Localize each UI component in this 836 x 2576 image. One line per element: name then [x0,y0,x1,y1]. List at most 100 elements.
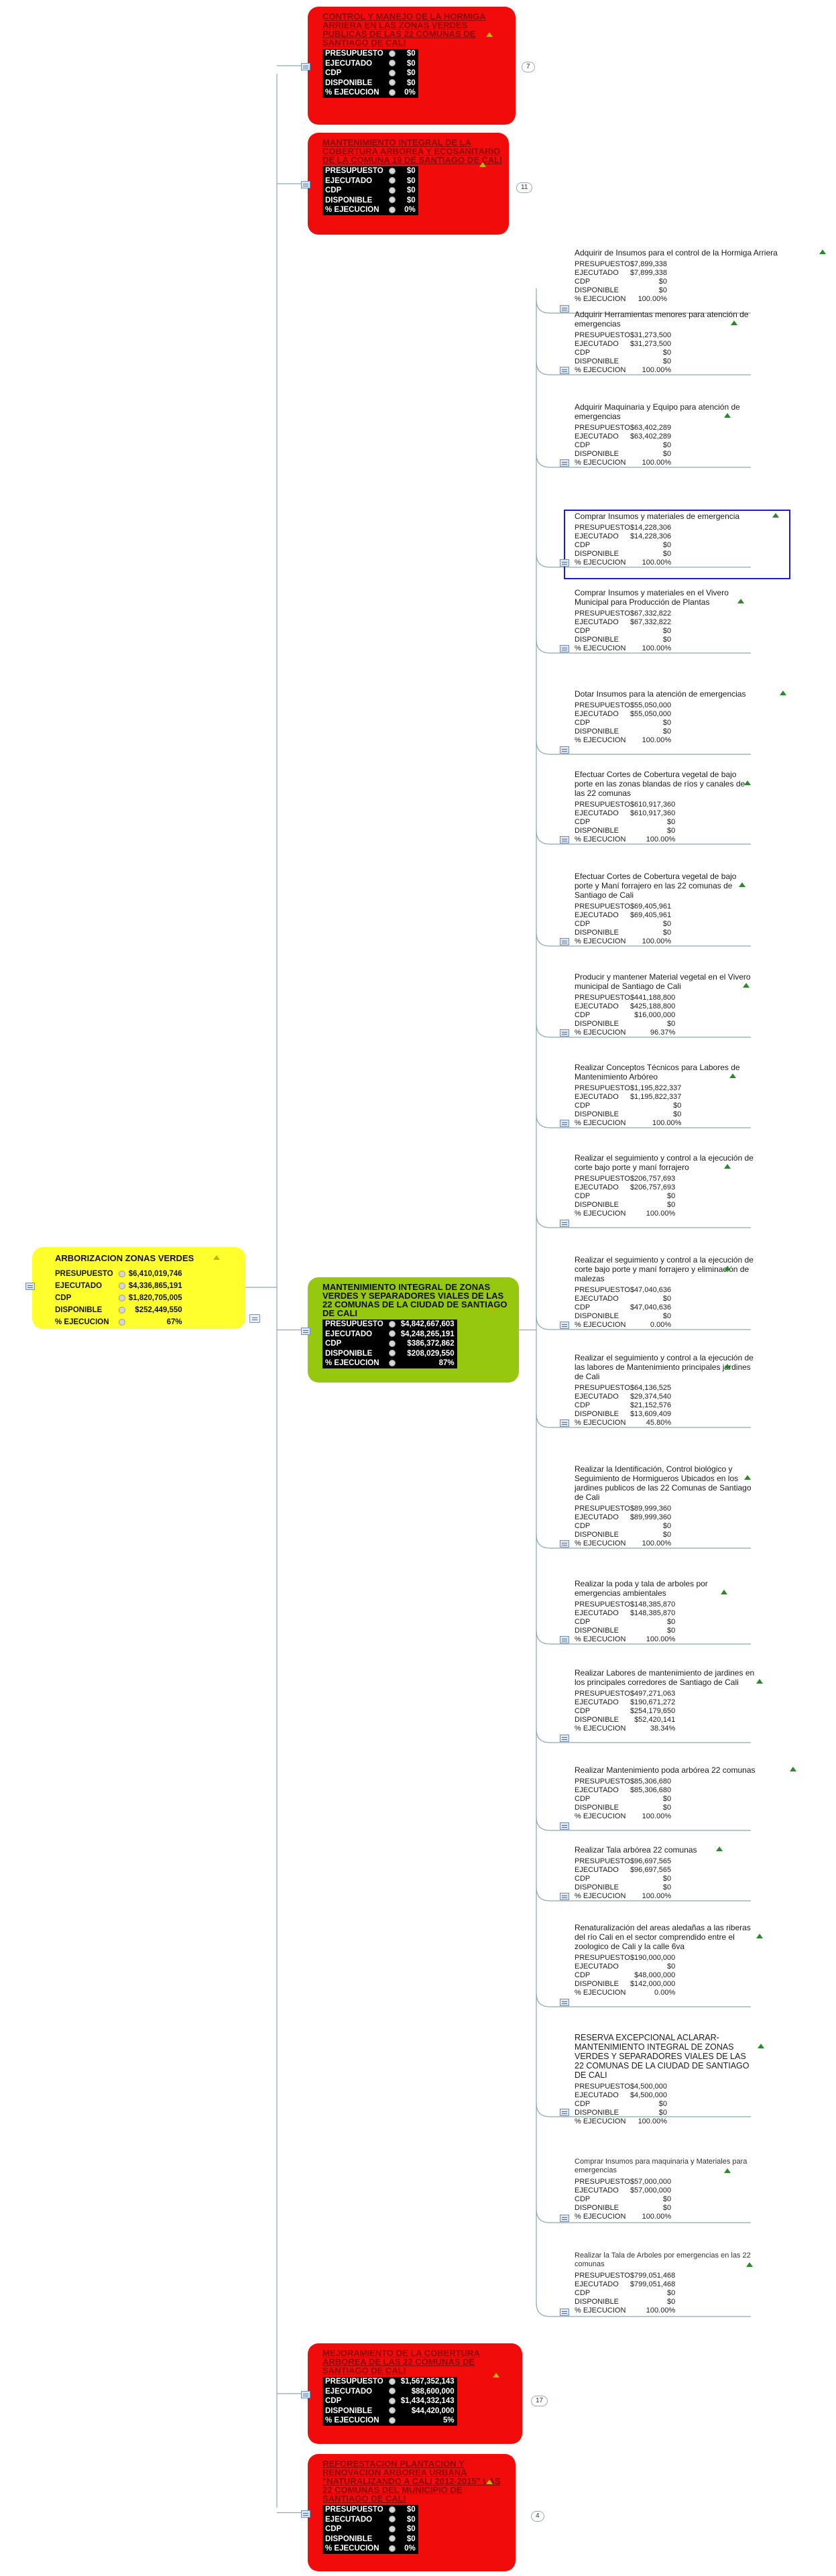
leaf-node[interactable]: Dotar Insumos para la atención de emerge… [575,689,756,745]
notes-icon[interactable] [560,1220,569,1227]
expand-icon[interactable] [743,983,750,988]
expand-icon[interactable] [756,1934,763,1938]
leaf-node[interactable]: Realizar Conceptos Técnicos para Labores… [575,1063,756,1128]
expand-icon[interactable] [739,882,745,887]
collapsed-count[interactable]: 7 [522,62,535,72]
row-label: DISPONIBLE [325,2534,373,2543]
notes-icon[interactable] [560,1120,569,1127]
notes-icon[interactable] [560,2308,569,2316]
notes-icon[interactable] [560,1999,569,2006]
expand-icon[interactable] [731,320,737,325]
notes-icon[interactable] [301,2510,310,2518]
notes-icon[interactable] [560,2215,569,2222]
row-value: $4,500,000 [630,2091,667,2099]
leaf-node[interactable]: Adquirir de Insumos para el control de l… [575,248,778,304]
figure-row: EJECUTADO$610,917,360 [575,809,675,818]
notes-icon[interactable] [560,459,569,467]
notes-icon[interactable] [560,1419,569,1427]
row-value: $0 [662,450,672,458]
leaf-node[interactable]: Comprar Insumos y materiales de emergenc… [564,510,790,579]
notes-icon[interactable] [301,2391,310,2398]
expand-icon[interactable] [780,691,786,695]
leaf-node[interactable]: Realizar el seguimiento y control a la e… [575,1255,756,1330]
row-label: EJECUTADO [575,2280,619,2288]
expand-icon[interactable] [729,1073,736,1078]
notes-icon[interactable] [560,367,569,374]
expand-icon[interactable] [721,1590,727,1594]
notes-icon[interactable] [560,645,569,652]
root-node[interactable]: ARBORIZACION ZONAS VERDES PRESUPUESTO$6,… [32,1247,245,1329]
expand-icon[interactable] [724,1266,731,1271]
leaf-node[interactable]: Efectuar Cortes de Cobertura vegetal de … [575,770,756,844]
expand-icon[interactable] [724,413,731,418]
leaf-node[interactable]: Realizar Mantenimiento poda arbórea 22 c… [575,1765,756,1821]
notes-icon[interactable] [560,1636,569,1643]
notes-icon[interactable] [560,1322,569,1329]
leaf-node[interactable]: Realizar la Tala de Arboles por emergenc… [575,2251,756,2315]
branch-node[interactable]: REFORESTACION PLANTACION Y RENOVACION AR… [308,2454,516,2571]
notes-icon[interactable] [560,2109,569,2116]
expand-icon[interactable] [724,1164,731,1169]
notes-icon[interactable] [301,181,310,188]
row-value: $0 [406,78,416,87]
expand-icon[interactable] [756,1679,763,1684]
notes-icon[interactable] [560,1540,569,1547]
row-label: PRESUPUESTO [575,609,630,618]
notes-icon[interactable] [560,559,569,567]
notes-icon[interactable] [301,63,310,70]
expand-icon[interactable] [716,1847,723,1851]
expand-icon[interactable] [758,2044,764,2048]
leaf-node[interactable]: Adquirir Maquinaria y Equipo para atenci… [575,402,756,467]
attachment-icon[interactable] [249,1314,260,1323]
row-label: CDP [575,1618,591,1626]
notes-icon[interactable] [560,1735,569,1742]
collapse-icon[interactable] [489,1307,496,1311]
expand-icon[interactable] [724,1364,731,1368]
leaf-node[interactable]: Realizar el seguimiento y control a la e… [575,1153,756,1218]
leaf-node[interactable]: Realizar Labores de mantenimiento de jar… [575,1668,756,1733]
collapse-icon[interactable] [486,32,493,37]
leaf-node[interactable]: Producir y mantener Material vegetal en … [575,972,756,1037]
leaf-node[interactable]: Realizar la Identificación, Control biol… [575,1464,756,1548]
branch-node[interactable]: MANTENIMIENTO INTEGRAL DE ZONAS VERDES Y… [308,1277,519,1383]
expand-icon[interactable] [744,780,751,785]
notes-icon[interactable] [560,1822,569,1830]
collapsed-count[interactable]: 17 [531,2396,548,2406]
leaf-node[interactable]: Comprar Insumos para maquinaria y Materi… [575,2158,756,2221]
expand-icon[interactable] [819,249,826,254]
expand-icon[interactable] [772,513,779,518]
leaf-node[interactable]: Realizar la poda y tala de arboles por e… [575,1579,756,1644]
branch-node[interactable]: CONTROL Y MANEJO DE LA HORMIGA ARRIERA E… [308,7,516,125]
leaf-node[interactable]: Adquirir Herramientas menores para atenc… [575,310,756,375]
expand-icon[interactable] [746,2262,753,2267]
leaf-node[interactable]: Efectuar Cortes de Cobertura vegetal de … [575,872,756,946]
expand-icon[interactable] [724,2168,731,2173]
notes-icon[interactable] [560,836,569,843]
leaf-node[interactable]: Renaturalización del areas aledañas a la… [575,1923,756,1997]
leaf-node[interactable]: RESERVA EXCEPCIONAL ACLARAR-MANTENIMIENT… [575,2033,756,2126]
notes-icon[interactable] [25,1283,35,1290]
row-value: $208,029,550 [407,1349,455,1358]
collapse-icon[interactable] [479,162,486,167]
branch-node[interactable]: MANTENIMIENTO INTEGRAL DE LA COBERTURA A… [308,133,509,235]
collapse-icon[interactable] [493,2373,499,2378]
collapsed-count[interactable]: 11 [516,182,533,193]
leaf-node[interactable]: Realizar el seguimiento y control a la e… [575,1353,756,1427]
notes-icon[interactable] [560,1893,569,1900]
notes-icon[interactable] [301,1327,310,1335]
figure-row: CDP$0 [575,627,671,636]
expand-icon[interactable] [744,1475,751,1480]
notes-icon[interactable] [560,938,569,945]
row-label: EJECUTADO [575,809,619,817]
notes-icon[interactable] [560,305,569,312]
expand-icon[interactable] [737,599,744,603]
collapse-icon[interactable] [486,2479,493,2484]
collapsed-count[interactable]: 4 [531,2511,544,2522]
leaf-node[interactable]: Comprar Insumos y materiales en el Viver… [575,588,756,653]
collapse-icon[interactable] [213,1255,220,1260]
notes-icon[interactable] [560,746,569,754]
notes-icon[interactable] [560,1029,569,1037]
expand-icon[interactable] [790,1767,796,1771]
branch-node[interactable]: MEJORAMIENTO DE LA COBERTURA ARBOREA DE … [308,2343,522,2444]
